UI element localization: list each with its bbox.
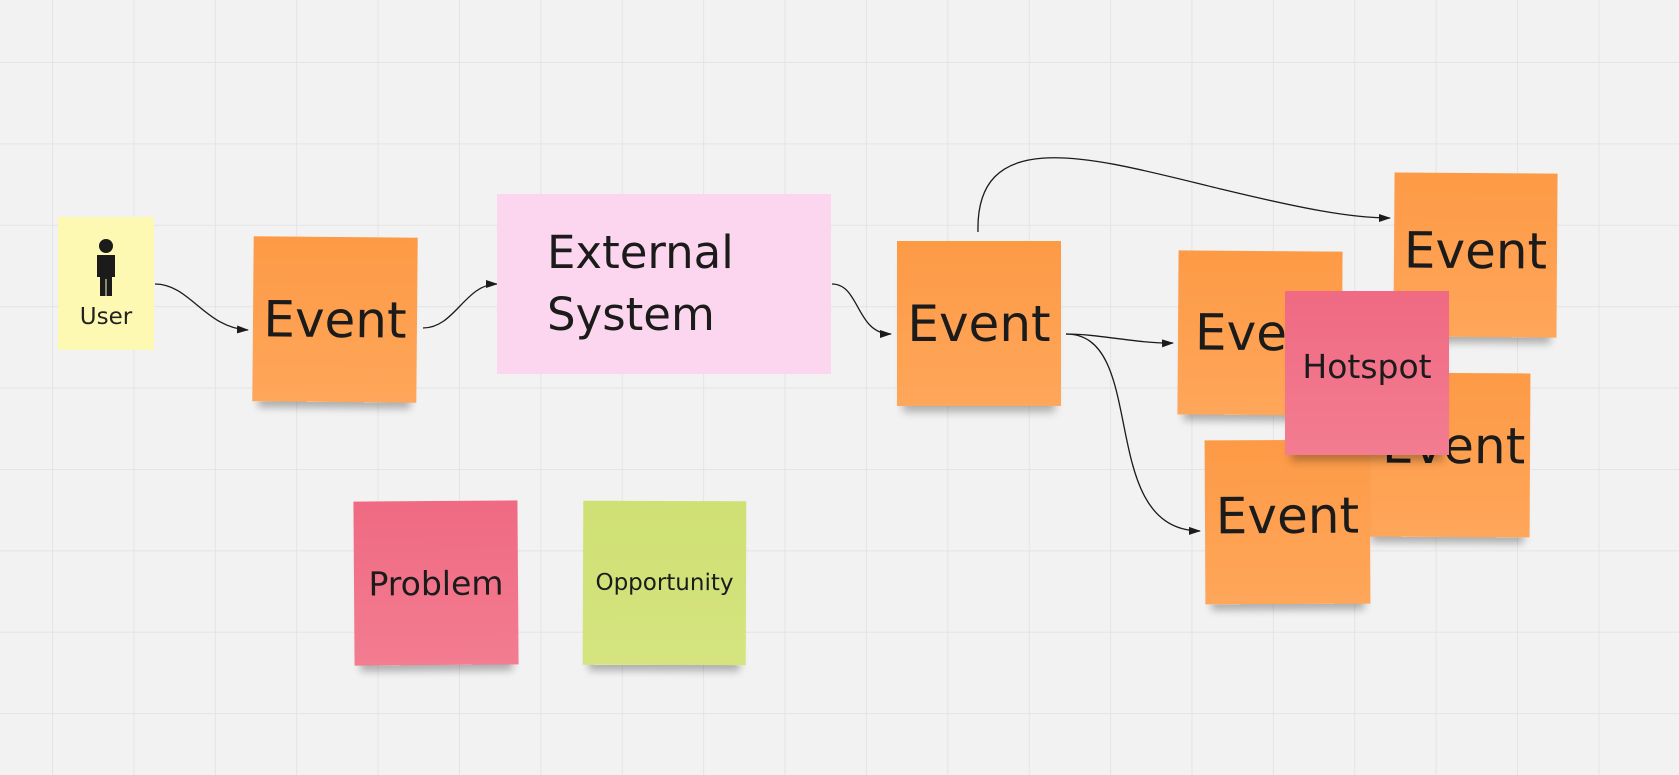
- external-system-label: External System: [547, 226, 734, 341]
- event-sticky-note[interactable]: Event: [1204, 439, 1371, 605]
- event-label: Event: [907, 294, 1051, 353]
- opportunity-sticky-note[interactable]: Opportunity: [582, 500, 747, 666]
- user-label: User: [79, 303, 133, 330]
- hotspot-label: Hotspot: [1302, 346, 1432, 386]
- connector-event-to-middle-event[interactable]: [1065, 333, 1174, 348]
- connector-event-to-top-event[interactable]: [977, 157, 1391, 233]
- hotspot-sticky-note[interactable]: Hotspot: [1285, 291, 1449, 455]
- person-icon: [97, 238, 115, 296]
- opportunity-label: Opportunity: [595, 569, 734, 597]
- connector-user-to-event[interactable]: [154, 283, 249, 334]
- problem-sticky-note[interactable]: Problem: [353, 500, 519, 666]
- connector-event-to-external[interactable]: [422, 280, 498, 329]
- problem-label: Problem: [368, 563, 504, 603]
- event-sticky-note[interactable]: Event: [897, 241, 1061, 406]
- external-system-card[interactable]: External System: [497, 194, 831, 374]
- event-sticky-note[interactable]: Event: [252, 236, 418, 403]
- event-label: Event: [263, 289, 407, 350]
- event-label: Event: [1403, 221, 1548, 281]
- user-card[interactable]: User: [58, 217, 154, 350]
- connector-external-to-event[interactable]: [831, 283, 892, 338]
- event-label: Event: [1215, 486, 1360, 546]
